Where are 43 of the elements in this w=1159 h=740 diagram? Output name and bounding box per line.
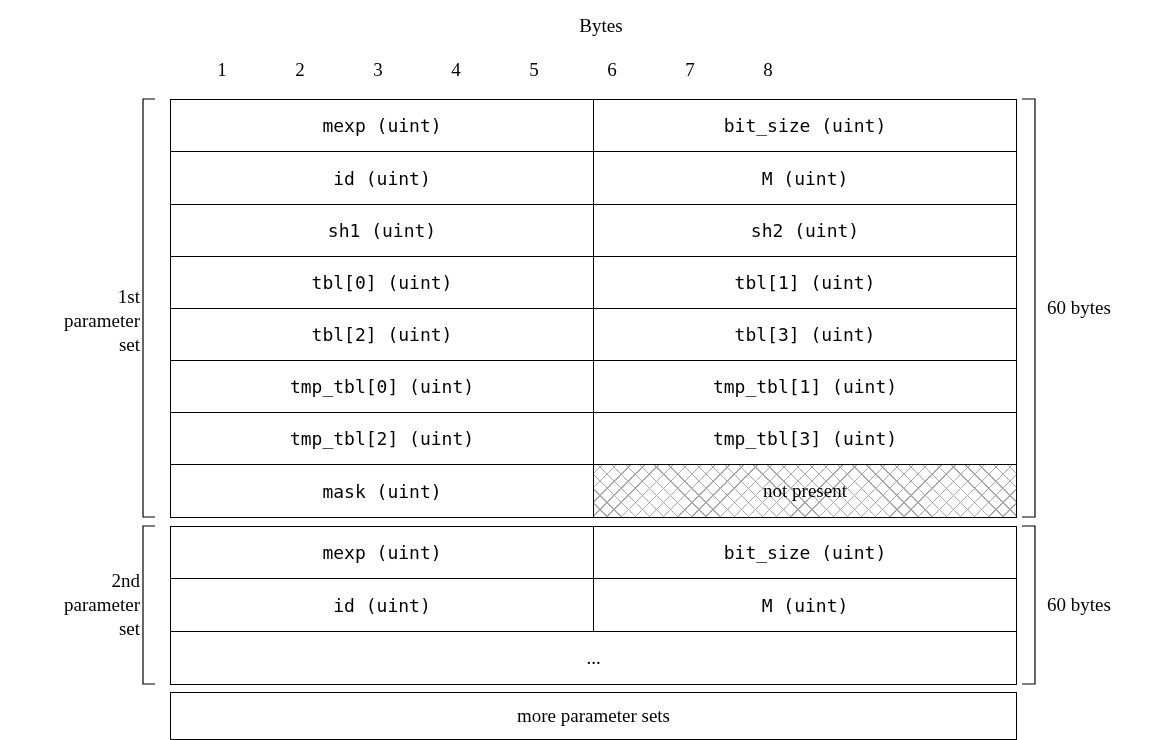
- ellipsis: ...: [586, 647, 601, 669]
- field-label: tmp_tbl[1] (uint): [712, 376, 898, 397]
- field-label: not present: [763, 480, 847, 502]
- byte-number: 1: [217, 58, 227, 82]
- field-label: mexp (uint): [322, 542, 442, 563]
- field-cell: [170, 526, 594, 579]
- field-label: id (uint): [333, 594, 431, 616]
- field-label: tbl[2] (uint): [311, 324, 453, 345]
- hatched-field-cell: [593, 464, 1017, 518]
- size-label: 60 bytes: [1047, 593, 1111, 617]
- field-label: tmp_tbl[2] (uint): [289, 428, 475, 449]
- field-label: sh2 (uint): [750, 220, 860, 241]
- field-cell: [170, 692, 1017, 740]
- axis-title: Bytes: [579, 14, 623, 38]
- byte-number: 8: [763, 58, 773, 82]
- byte-number: 6: [607, 58, 617, 82]
- field-cell: [170, 631, 1017, 685]
- byte-number: 4: [451, 58, 461, 82]
- byte-number: 3: [373, 58, 383, 82]
- byte-number: 5: [529, 58, 539, 82]
- field-label: tmp_tbl[0] (uint): [289, 376, 475, 397]
- field-label: bit_size (uint): [723, 542, 887, 563]
- size-label: 60 bytes: [1047, 296, 1111, 320]
- field-label: M (uint): [761, 594, 849, 616]
- field-label: mask (uint): [322, 480, 442, 502]
- field-cell: [593, 526, 1017, 579]
- field-label: mexp (uint): [322, 115, 442, 136]
- field-label: id (uint): [333, 167, 431, 189]
- field-cell: [170, 464, 594, 518]
- byte-number: 2: [295, 58, 305, 82]
- field-cell: [170, 99, 594, 152]
- field-label: more parameter sets: [517, 705, 670, 727]
- field-label: tbl[3] (uint): [734, 324, 876, 345]
- field-label: sh1 (uint): [327, 220, 437, 241]
- field-label: tmp_tbl[3] (uint): [712, 428, 898, 449]
- group-label: 2nd parameter set: [63, 569, 140, 641]
- field-label: M (uint): [761, 167, 849, 189]
- byte-number: 7: [685, 58, 695, 82]
- field-label: tbl[0] (uint): [311, 272, 453, 293]
- field-label: bit_size (uint): [723, 115, 887, 136]
- field-label: tbl[1] (uint): [734, 272, 876, 293]
- field-cell: [593, 99, 1017, 152]
- group-label: 1st parameter set: [63, 285, 140, 357]
